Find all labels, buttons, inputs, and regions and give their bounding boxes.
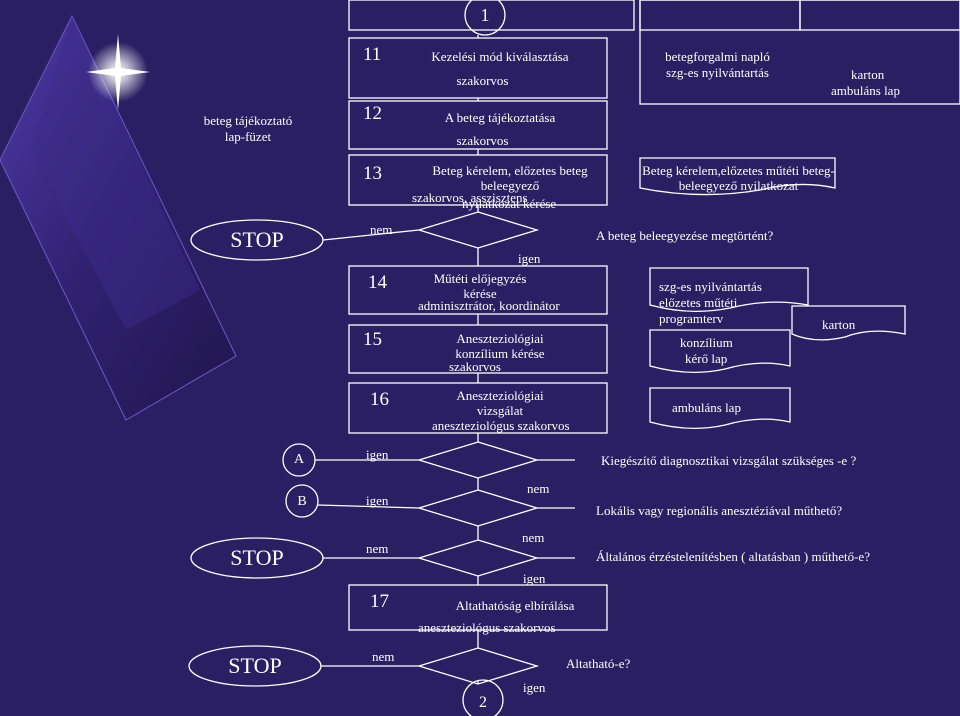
connector-circle-1 [464,0,506,36]
step-number-13: 13 [363,163,382,184]
branch-no-b: nem [522,530,545,545]
step-13-title-line1: Beteg kérelem, előzetes beteg [432,163,588,178]
decorative-diamond [0,14,237,421]
question-b: Lokális vagy regionális anesztéziával mű… [596,503,843,518]
step-12-title: A beteg tájékoztatása [444,110,556,125]
step-14-actor: adminisztrátor, koordinátor [418,298,560,313]
doc-beleegyezo [639,157,836,196]
doc-11-line2: szg-es nyilvántartás [666,65,769,80]
connector-b-label: B [297,494,307,509]
decision-diamond-17 [416,647,540,685]
step-number-17: 17 [370,591,389,612]
step-14-title-line1: Műtéti előjegyzés [433,271,527,286]
branch-yes-1: igen [518,251,541,266]
stop-label-2: STOP [230,545,284,570]
step-number-15: 15 [363,329,382,350]
decision-diamond-1 [416,211,540,249]
step-14-title-line2: kérése [463,286,497,301]
frame-header [348,0,635,31]
question-1: A beteg beleegyezése megtörtént? [596,228,774,243]
doc-14-line2: előzetes műtéti [659,295,738,310]
doc-ambulans-1: ambuláns lap [831,83,900,98]
doc-karton-1: karton [851,67,885,82]
branch-no-17: nem [372,649,395,664]
doc-15-line1: konzílium [680,335,733,350]
step-number-16: 16 [370,389,389,410]
decision-diamond-c [416,539,540,577]
branch-no-1: nem [370,222,393,237]
step-15-actor: szakorvos [449,359,501,374]
doc-karton-2 [791,305,906,341]
branch-no-a: nem [527,481,550,496]
step-17-title: Altathatóság elbírálása [455,598,575,613]
step-16-title-line1: Aneszteziológiai [456,388,544,403]
branch-yes-b: igen [366,493,389,508]
doc-11-line1: betegforgalmi napló [665,49,770,64]
decorative-diamond-inner [30,16,200,330]
step-13-title-line3: nyilatkozat kérése [462,196,557,211]
doc-konzilium [649,329,791,374]
doc-ambulans-16 [649,387,791,430]
step-15-title-line1: Aneszteziológiai [456,331,544,346]
frame-right-cell [799,0,960,31]
question-a: Kiegészítő diagnosztikai vizsgálat szüks… [601,453,857,468]
connector-label-2: 2 [479,694,487,711]
stop-label-3: STOP [228,653,282,678]
connector-circle-2 [462,679,504,716]
doc-14-line3: programterv [659,311,724,326]
step-13-title-line2: beleegyező [480,178,540,193]
brochure-note-line2: lap-füzet [224,129,272,144]
connector-circle-b [285,484,319,518]
step-15-title-line2: konzílium kérése [455,346,545,361]
doc-karton-2-label: karton [822,317,856,332]
step-13-actor: szakorvos, asszisztens [412,190,528,205]
doc-14-line1: szg-es nyilvántartás [659,279,762,294]
step-16-actor: aneszteziológus szakorvos [432,418,570,433]
question-17: Altatható-e? [566,656,631,671]
frame-right-top [639,0,960,105]
branch-yes-a: igen [366,447,389,462]
step-number-11: 11 [363,44,382,65]
branch-yes-17: igen [523,680,546,695]
doc-16-label: ambuláns lap [672,400,741,415]
frame-main-top [348,37,608,99]
sparkle-icon [86,34,150,110]
doc-szg-14 [649,267,809,313]
step-16-title-line2: vizsgálat [476,403,524,418]
frame-right-header [639,0,801,31]
doc-15-line2: kérő lap [685,351,728,366]
doc-13-line1: Beteg kérelem,előzetes műtéti beteg- [642,163,835,178]
branch-yes-c: igen [523,571,546,586]
brochure-note-line1: beteg tájékoztató [203,113,293,128]
decision-diamond-b [416,489,540,527]
question-c: Általános érzéstelenítésben ( altatásban… [596,549,870,564]
doc-13-line2: beleegyező nyilatkozat [678,178,799,193]
step-12-actor: szakorvos [456,133,509,148]
connector-label-1: 1 [480,5,490,25]
step-11-title: Kezelési mód kiválasztása [431,49,569,64]
branch-no-c: nem [366,541,389,556]
step-11-actor: szakorvos [456,73,509,88]
step-17-actor: aneszteziológus szakorvos [418,620,556,635]
step-number-14: 14 [368,272,387,293]
decision-diamond-a [416,441,540,479]
step-number-12: 12 [363,103,382,124]
stop-label-1: STOP [230,227,284,252]
connector-a-label: A [293,452,305,467]
